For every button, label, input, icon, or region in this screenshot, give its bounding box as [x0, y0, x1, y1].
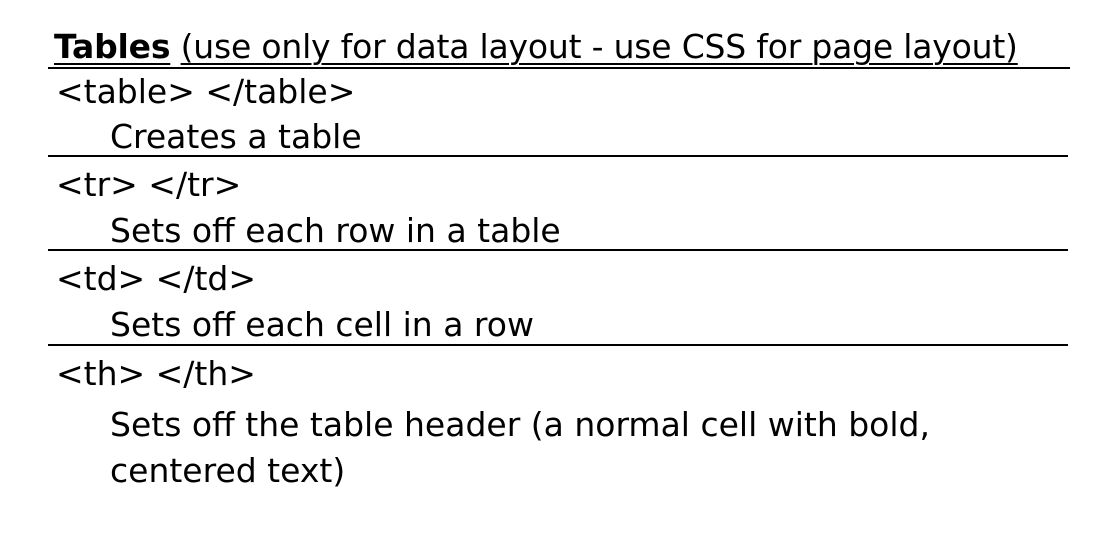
entry-tag: <table> </table> — [56, 72, 356, 111]
entry-td: <td> </td> Sets off each cell in a row — [48, 251, 1068, 346]
section-subtitle: (use only for data layout - use CSS for … — [180, 27, 1018, 66]
entry-description: Sets off the table header (a normal cell… — [110, 405, 930, 490]
section-heading: Tables (use only for data layout - use C… — [48, 27, 1070, 69]
html-tables-reference: Tables (use only for data layout - use C… — [48, 27, 1070, 490]
entry-th: <th> </th> Sets off the table header (a … — [48, 346, 1068, 490]
entry-tag: <th> </th> — [56, 354, 256, 393]
entry-tag: <tr> </tr> — [56, 165, 242, 204]
entry-description: Creates a table — [110, 117, 362, 156]
entry-tag: <td> </td> — [56, 259, 256, 298]
entry-description: Sets off each row in a table — [110, 211, 561, 250]
entry-tr: <tr> </tr> Sets off each row in a table — [48, 157, 1068, 251]
section-title: Tables — [54, 27, 171, 66]
entry-description: Sets off each cell in a row — [110, 305, 534, 344]
entry-table: <table> </table> Creates a table — [48, 69, 1068, 157]
